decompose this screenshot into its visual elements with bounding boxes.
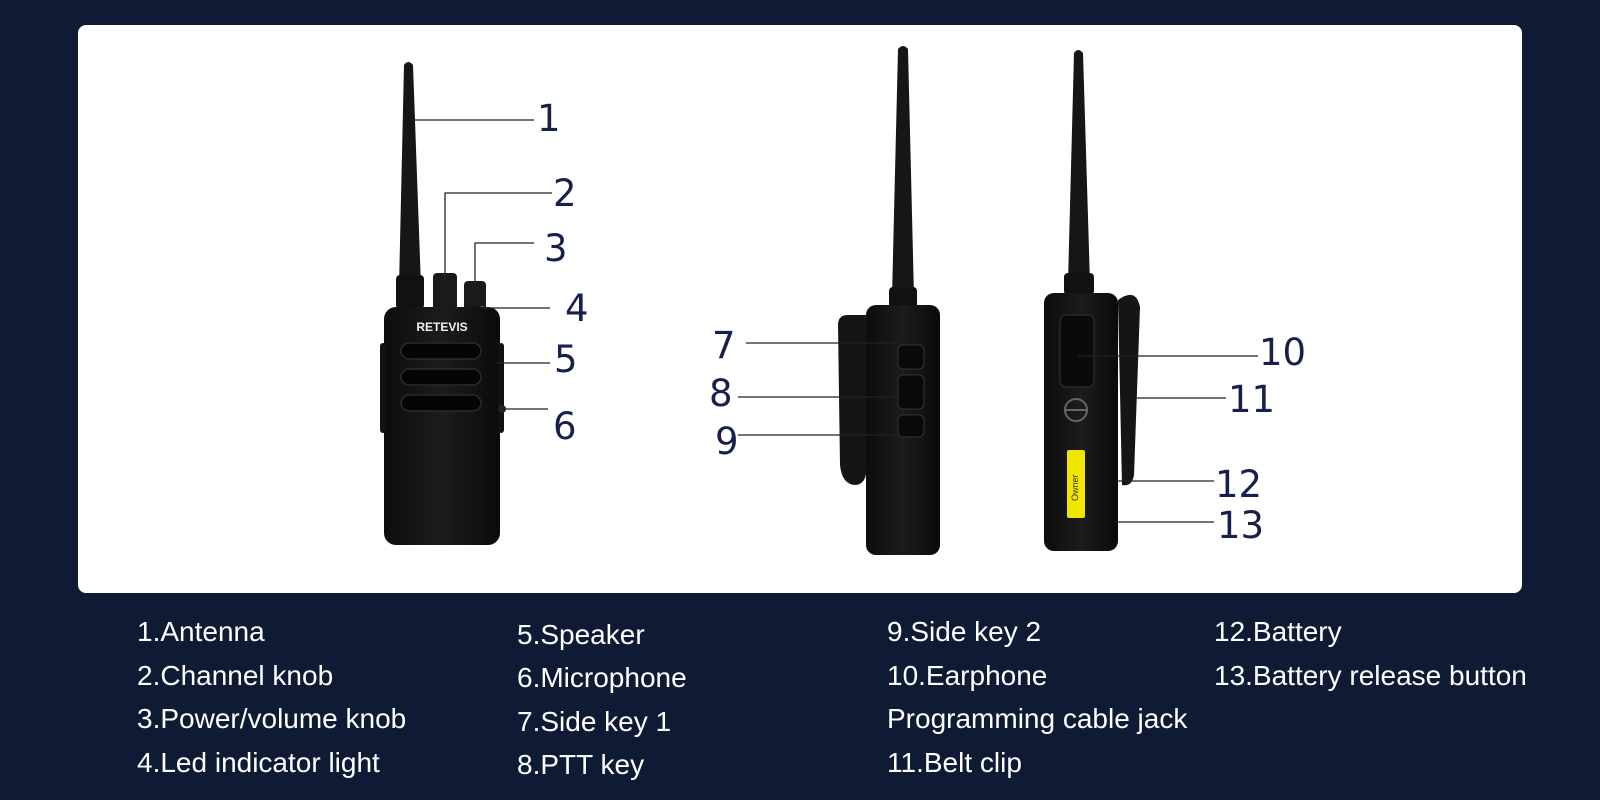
legend-item: 13.Battery release button [1214, 660, 1527, 691]
callout-7: 7 [712, 324, 736, 367]
brand-logo: RETEVIS [416, 320, 467, 334]
legend-item: 9.Side key 2 [887, 616, 1042, 647]
speaker-grille [400, 342, 482, 360]
legend-item: Programming cable jack [887, 703, 1188, 734]
callout-5: 5 [554, 338, 578, 381]
side-key-2 [897, 414, 925, 438]
callout-8: 8 [709, 372, 733, 415]
front-view-radio: RETEVIS [380, 62, 506, 545]
side-key-1 [897, 344, 925, 370]
legend-item: 4.Led indicator light [137, 747, 380, 778]
legend-item: 1.Antenna [137, 616, 265, 647]
legend-item: 2.Channel knob [137, 660, 334, 691]
ptt-key [897, 374, 925, 410]
battery-label [1067, 450, 1085, 518]
callout-10: 10 [1259, 331, 1307, 374]
callout-12: 12 [1215, 463, 1263, 506]
legend-item: 7.Side key 1 [517, 706, 672, 737]
callout-6: 6 [553, 405, 577, 448]
legend-item: 5.Speaker [517, 619, 645, 650]
legend-item: 10.Earphone [887, 660, 1048, 691]
battery-label-text: Owner [1070, 474, 1080, 501]
callout-13: 13 [1217, 504, 1265, 547]
product-diagram-panel: RETEVIS [78, 25, 1522, 593]
callout-1: 1 [537, 97, 561, 140]
legend-item: 11.Belt clip [887, 747, 1022, 778]
callout-3: 3 [544, 227, 568, 270]
channel-knob [433, 273, 457, 313]
side-view-radio [838, 46, 940, 555]
callout-9: 9 [715, 420, 739, 463]
radio-illustration: RETEVIS [380, 46, 1258, 555]
leader-lines [414, 119, 1258, 523]
legend-item: 6.Microphone [517, 662, 687, 693]
legend-item: 12.Battery [1214, 616, 1342, 647]
earphone-jack-cover [1059, 314, 1095, 388]
belt-clip [838, 315, 868, 485]
callout-2: 2 [553, 172, 577, 215]
legend-item: 8.PTT key [517, 749, 645, 780]
rear-side-view-radio: Owner [1044, 50, 1140, 551]
callout-4: 4 [565, 287, 589, 330]
callout-11: 11 [1228, 378, 1276, 421]
power-volume-knob [464, 281, 486, 313]
legend-item: 3.Power/volume knob [137, 703, 407, 734]
